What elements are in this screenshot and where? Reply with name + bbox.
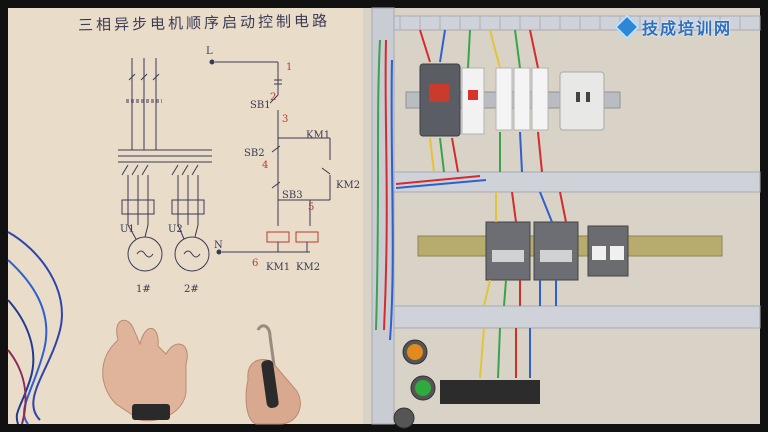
label-km1-contact: KM1	[306, 130, 331, 141]
control-circuit-diagram	[209, 59, 331, 255]
socket-outlet	[559, 71, 605, 131]
circuit-breaker	[419, 63, 461, 137]
logo-icon	[614, 14, 640, 40]
watermark-logo: 技成培训网	[614, 14, 733, 40]
label-node-3: 3	[282, 114, 289, 125]
label-km2-coil: KM2	[296, 262, 321, 273]
diagram-title: 三相异步电机顺序启动控制电路	[77, 11, 331, 35]
loose-wire-coil	[7, 231, 63, 425]
label-node-2: 2	[270, 92, 277, 103]
panel-wiring	[375, 29, 567, 379]
label-motor-1: 1#	[136, 284, 151, 295]
watermark-text: 技成培训网	[642, 19, 733, 38]
rcd-breaker	[461, 67, 485, 135]
label-km2-contact: KM2	[336, 180, 361, 191]
label-node-4: 4	[262, 160, 269, 171]
thermal-relay	[587, 225, 629, 277]
push-buttons	[393, 339, 436, 429]
label-motor-2: 2#	[184, 284, 199, 295]
label-node-5: 5	[308, 202, 315, 213]
main-circuit-diagram	[118, 58, 212, 272]
label-line-l: L	[206, 46, 213, 57]
hand	[102, 319, 301, 425]
label-u1: U1	[120, 224, 135, 235]
label-u2: U2	[168, 224, 183, 235]
fuse-holders	[495, 67, 549, 131]
label-sb2: SB2	[244, 148, 265, 159]
label-node-1: 1	[286, 62, 293, 73]
label-node-6: 6	[252, 258, 259, 269]
label-neutral-n: N	[214, 240, 223, 251]
contactors	[485, 221, 579, 281]
label-km1-coil: KM1	[266, 262, 291, 273]
label-sb1: SB1	[250, 100, 271, 111]
label-sb3: SB3	[282, 190, 303, 201]
